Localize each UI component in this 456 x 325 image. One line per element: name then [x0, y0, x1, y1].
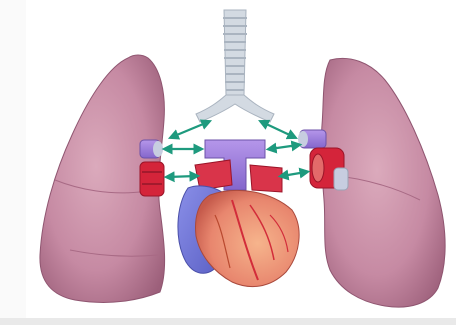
- arrow-artery-right: [270, 145, 298, 149]
- left-pulmonary-vessels: [140, 140, 164, 196]
- trachea: [196, 10, 274, 122]
- heart: [178, 140, 299, 287]
- arrow-vein-right: [282, 172, 306, 176]
- arrow-trachea-right: [262, 122, 294, 137]
- arrow-vein-left: [168, 176, 196, 177]
- arrow-trachea-left: [172, 122, 208, 137]
